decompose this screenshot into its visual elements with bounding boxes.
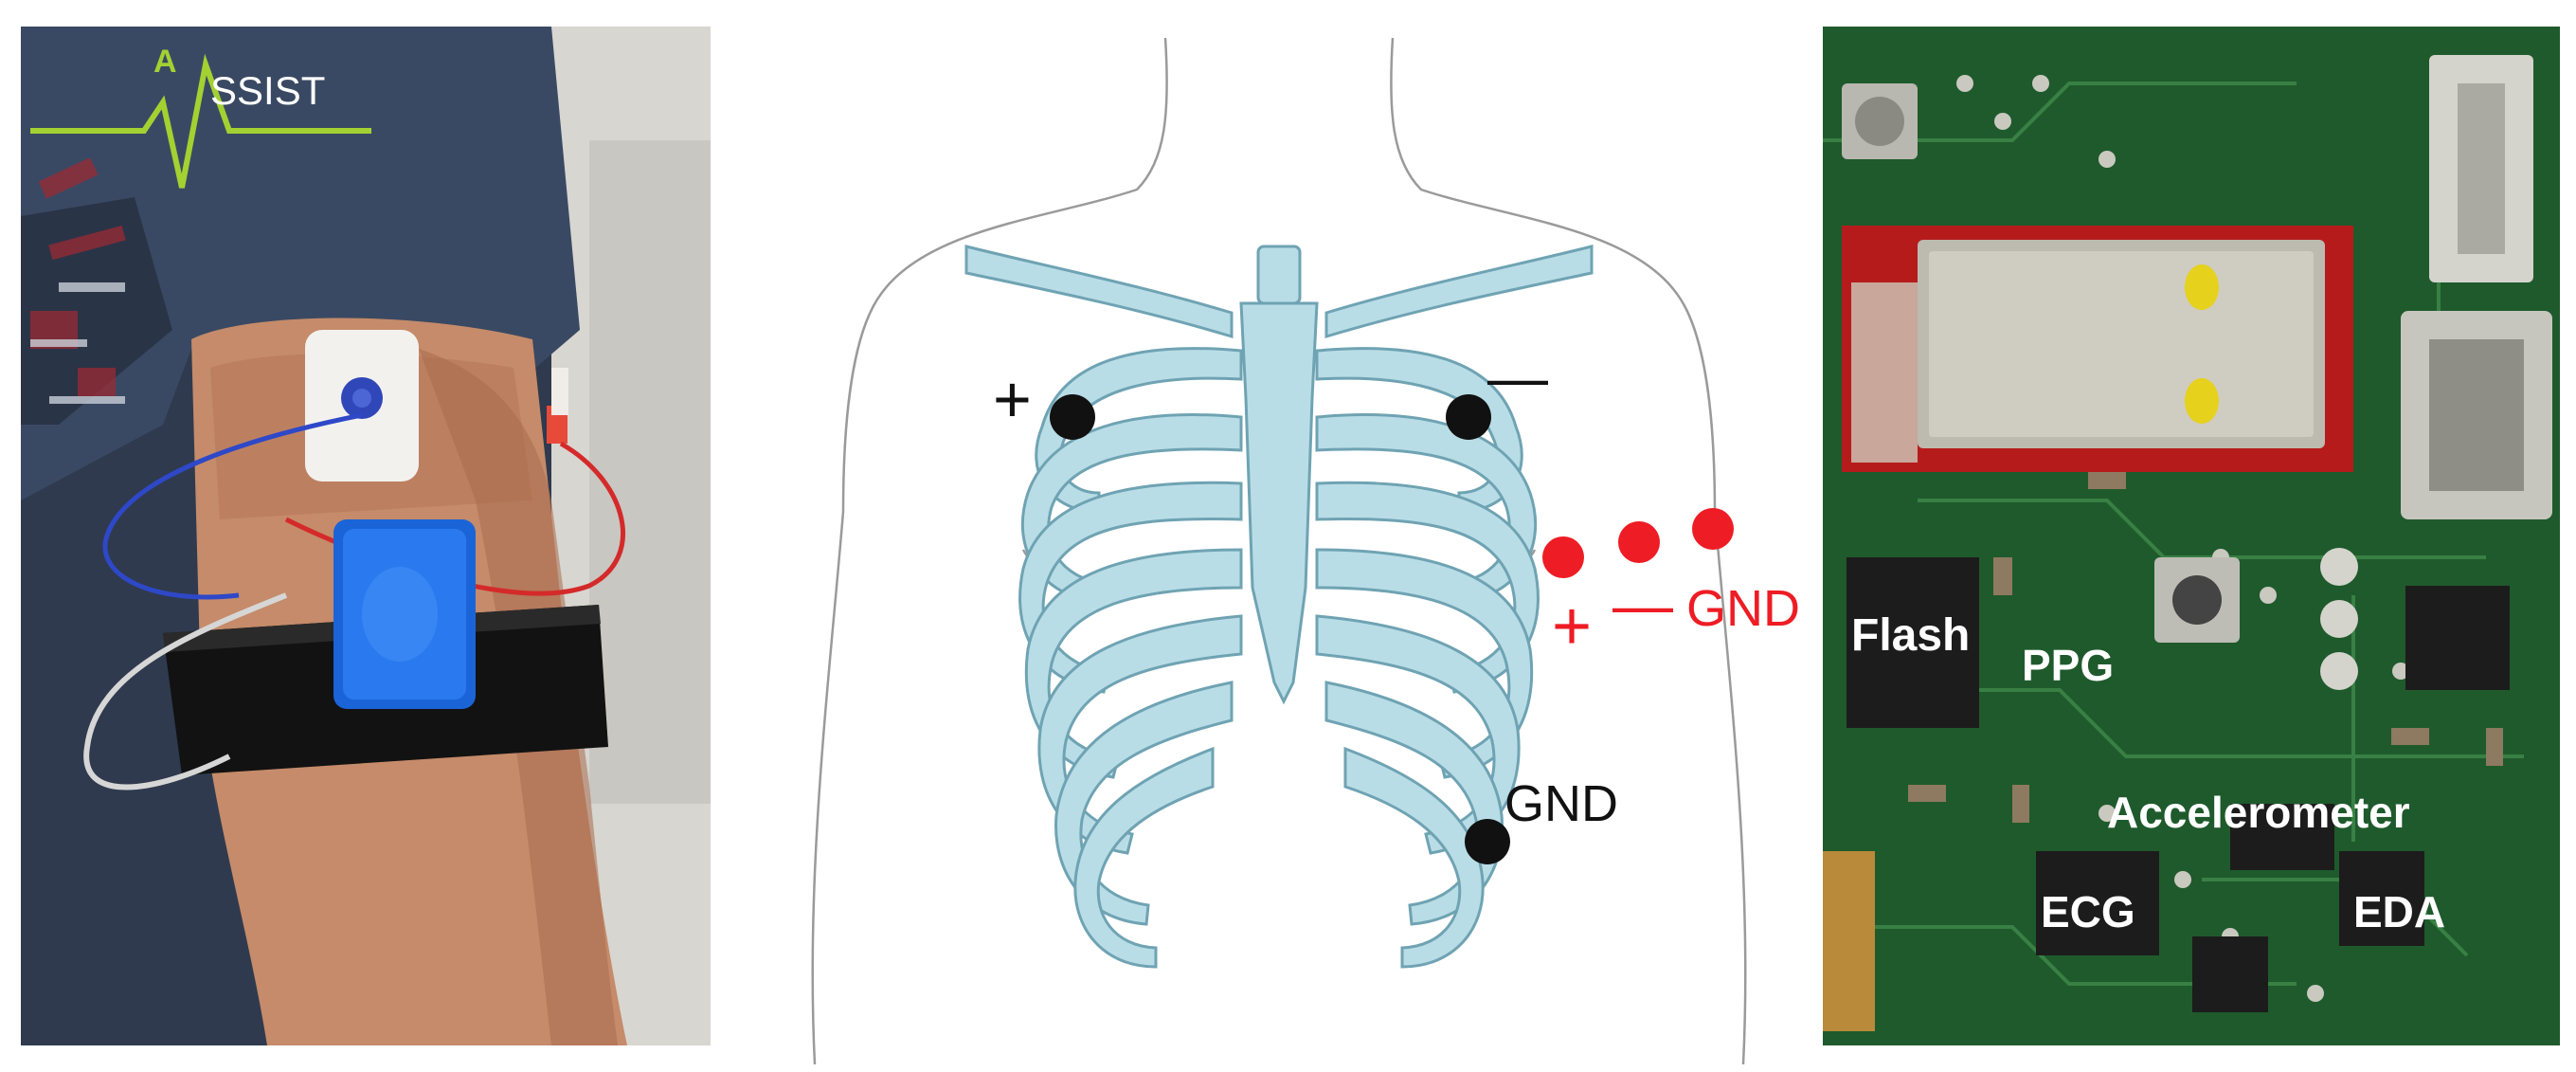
red-dot-ground	[1692, 508, 1734, 550]
arm-photo-illustration: A SSIST	[21, 27, 711, 1045]
electrode-ground	[1465, 819, 1510, 864]
circuit-board-photo: Flash PPG Accelerometer ECG EDA	[1823, 27, 2560, 1045]
plus-label: +	[993, 362, 1032, 436]
label-ecg: ECG	[2041, 887, 2135, 936]
logo-letter: A	[153, 44, 177, 80]
logo-text: SSIST	[210, 68, 325, 113]
minus-label: —	[1487, 343, 1548, 411]
red-plus-label: +	[1552, 589, 1592, 664]
chest-diagram-svg: + — GND + — GND	[811, 37, 1800, 1064]
red-dot-positive	[1542, 536, 1584, 578]
electrode-positive	[1050, 394, 1095, 440]
rib-cage	[964, 245, 1594, 969]
gnd-label: GND	[1504, 775, 1618, 832]
label-accelerometer: Accelerometer	[2107, 788, 2410, 837]
label-ppg: PPG	[2022, 641, 2114, 690]
arm-photo: A SSIST	[21, 27, 711, 1045]
label-flash: Flash	[1851, 610, 1970, 661]
label-eda: EDA	[2353, 887, 2445, 936]
red-minus-label: —	[1612, 571, 1673, 639]
chest-diagram: + — GND + — GND	[739, 19, 1819, 1064]
red-dot-negative	[1618, 521, 1660, 563]
circuit-board-illustration: Flash PPG Accelerometer ECG EDA	[1823, 27, 2560, 1045]
red-gnd-label: GND	[1686, 580, 1800, 637]
electrode-negative	[1446, 394, 1491, 440]
